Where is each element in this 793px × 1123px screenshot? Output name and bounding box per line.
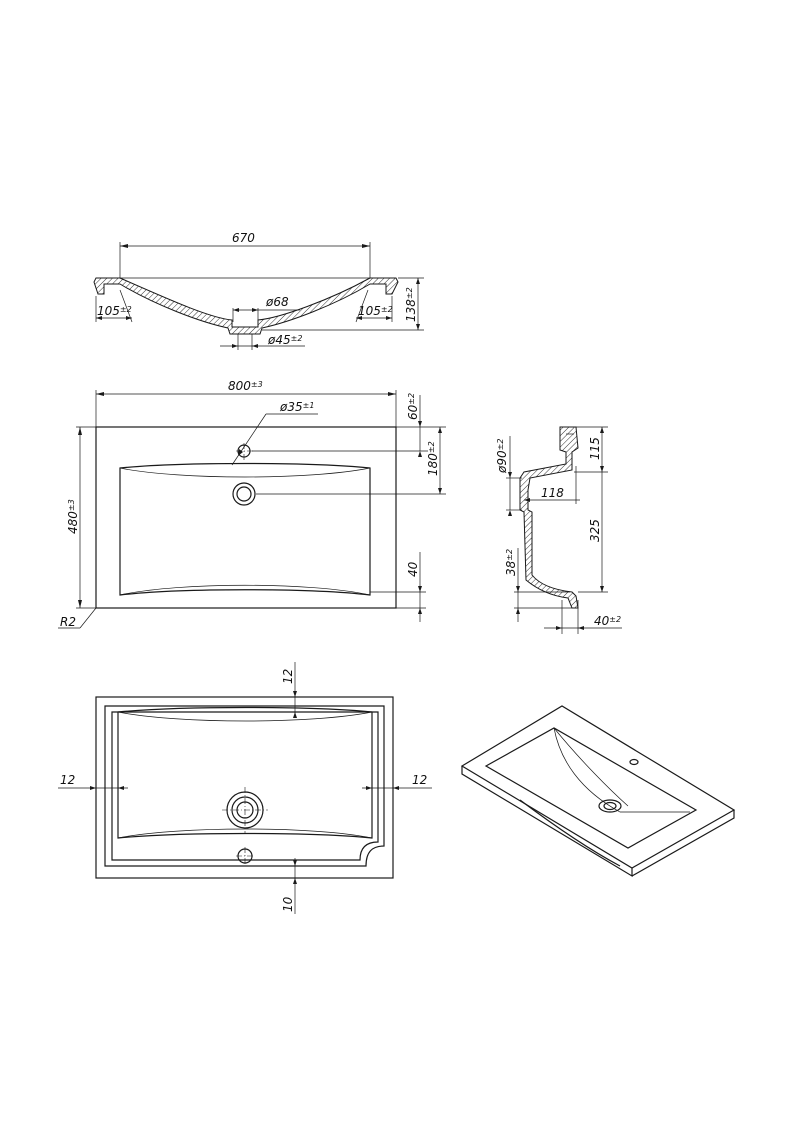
- iso-drain: [598, 799, 622, 813]
- dim-tap-offset-60: 60±2: [406, 393, 420, 420]
- countertop-outline: [95, 426, 397, 609]
- dim-edge-40: 40±2: [594, 614, 621, 628]
- dim-drain-depth-118: 118: [541, 486, 564, 500]
- side-section-view: ø90±2 118 115 325 38±2 40±2: [495, 426, 622, 634]
- dim-front-rim-40: 40: [406, 561, 420, 577]
- dim-top-gap-12: 12: [281, 669, 295, 684]
- front-section-view: 670 ø68 ø45±2 105±2 105±2: [93, 231, 424, 350]
- dim-drain-outlet-45: ø45±2: [267, 333, 302, 347]
- dim-drain-offset-180: 180±2: [426, 441, 440, 476]
- iso-tap-hole: [629, 758, 639, 766]
- side-profile: [519, 426, 579, 609]
- dim-right-gap-12: 12: [412, 773, 427, 787]
- dim-drain-68: ø68: [265, 295, 289, 309]
- basin-section-profile: [93, 277, 399, 335]
- bottom-rim: [104, 705, 385, 867]
- plan-view: 800±3 ø35±1 60±2 180±2 480±3 40: [58, 379, 446, 629]
- dim-width-800: 800±3: [228, 379, 263, 393]
- dim-left-rim-105: 105±2: [97, 304, 132, 318]
- isometric-view: [460, 705, 736, 878]
- dim-radius-r2: R2: [60, 615, 76, 629]
- dim-bottom-gap-10: 10: [281, 896, 295, 912]
- dim-bottom-38: 38±2: [504, 549, 518, 576]
- bottom-view: 12 12 12 10: [58, 662, 432, 914]
- drain-inner: [236, 486, 252, 502]
- dim-drain-90: ø90±2: [495, 439, 509, 474]
- dim-depth-480: 480±3: [66, 499, 80, 534]
- dim-tap-hole-35: ø35±1: [279, 400, 314, 414]
- dim-right-rim-105: 105±2: [358, 304, 393, 318]
- iso-basin: [484, 727, 698, 849]
- iso-top-surface: [460, 705, 736, 869]
- dim-height-138: 138±2: [404, 287, 418, 322]
- bottom-outer: [95, 696, 394, 879]
- dim-bowl-325: 325: [588, 519, 602, 542]
- drain-outer: [232, 482, 256, 506]
- dim-670: 670: [232, 231, 255, 245]
- iso-front-edge: [461, 766, 633, 878]
- dim-top-115: 115: [588, 437, 602, 460]
- dim-left-gap-12: 12: [60, 773, 75, 787]
